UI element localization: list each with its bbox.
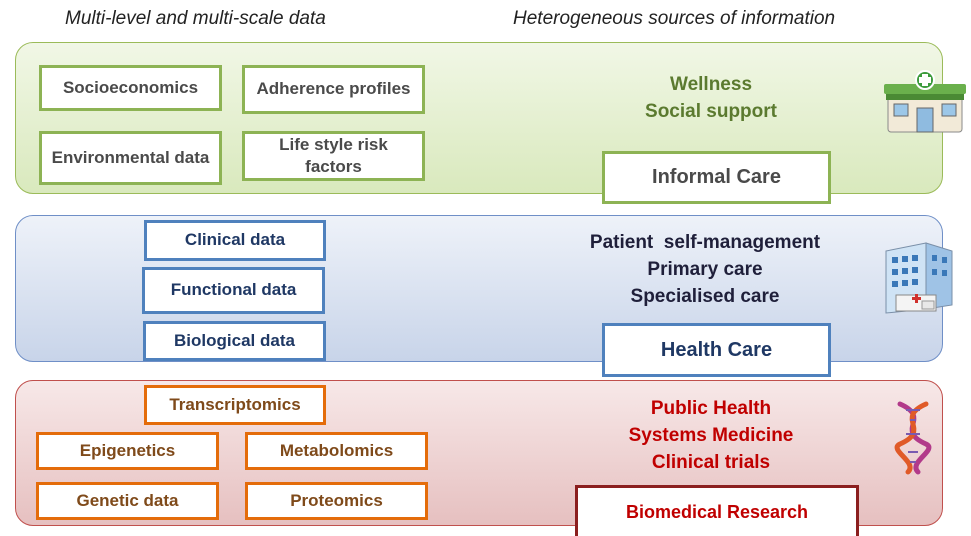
data-box-proteomics: Proteomics [245,482,428,520]
source-clinical-trials: Clinical trials [651,452,771,473]
data-box-environmental-data: Environmental data [39,131,222,185]
data-box-clinical-data: Clinical data [144,220,326,261]
hospital-icon [876,239,962,322]
data-box-socioeconomics: Socioeconomics [39,65,222,111]
pharmacy-building-icon [884,70,966,141]
data-box-biological-data: Biological data [143,321,326,361]
source-patient-self-management: Patient self-management [589,232,821,253]
source-public-health: Public Health [650,398,772,419]
source-social-support: Social support [645,101,777,122]
data-box-adherence-profiles: Adherence profiles [242,65,425,114]
biomedical-research-box: Biomedical Research [575,485,859,536]
data-box-metabolomics: Metabolomics [245,432,428,470]
heading-multi-level-data: Multi-level and multi-scale data [65,8,326,29]
data-box-epigenetics: Epigenetics [36,432,219,470]
data-box-genetic-data: Genetic data [36,482,219,520]
research-sources: Public Health Systems Medicine Clinical … [580,395,842,476]
data-box-functional-data: Functional data [142,267,325,314]
dna-icon [888,400,938,481]
source-primary-care: Primary care [647,259,763,280]
source-systems-medicine: Systems Medicine [628,425,794,446]
informal-care-box: Informal Care [602,151,831,204]
source-specialised-care: Specialised care [630,286,780,307]
data-box-life-style-risk-factors: Life style risk factors [242,131,425,181]
data-box-transcriptomics: Transcriptomics [144,385,326,425]
heading-heterogeneous-sources: Heterogeneous sources of information [513,8,836,29]
health-sources: Patient self-management Primary care Spe… [560,229,850,310]
health-care-box: Health Care [602,323,831,377]
source-wellness: Wellness [669,74,753,95]
informal-sources: Wellness Social support [600,71,822,125]
